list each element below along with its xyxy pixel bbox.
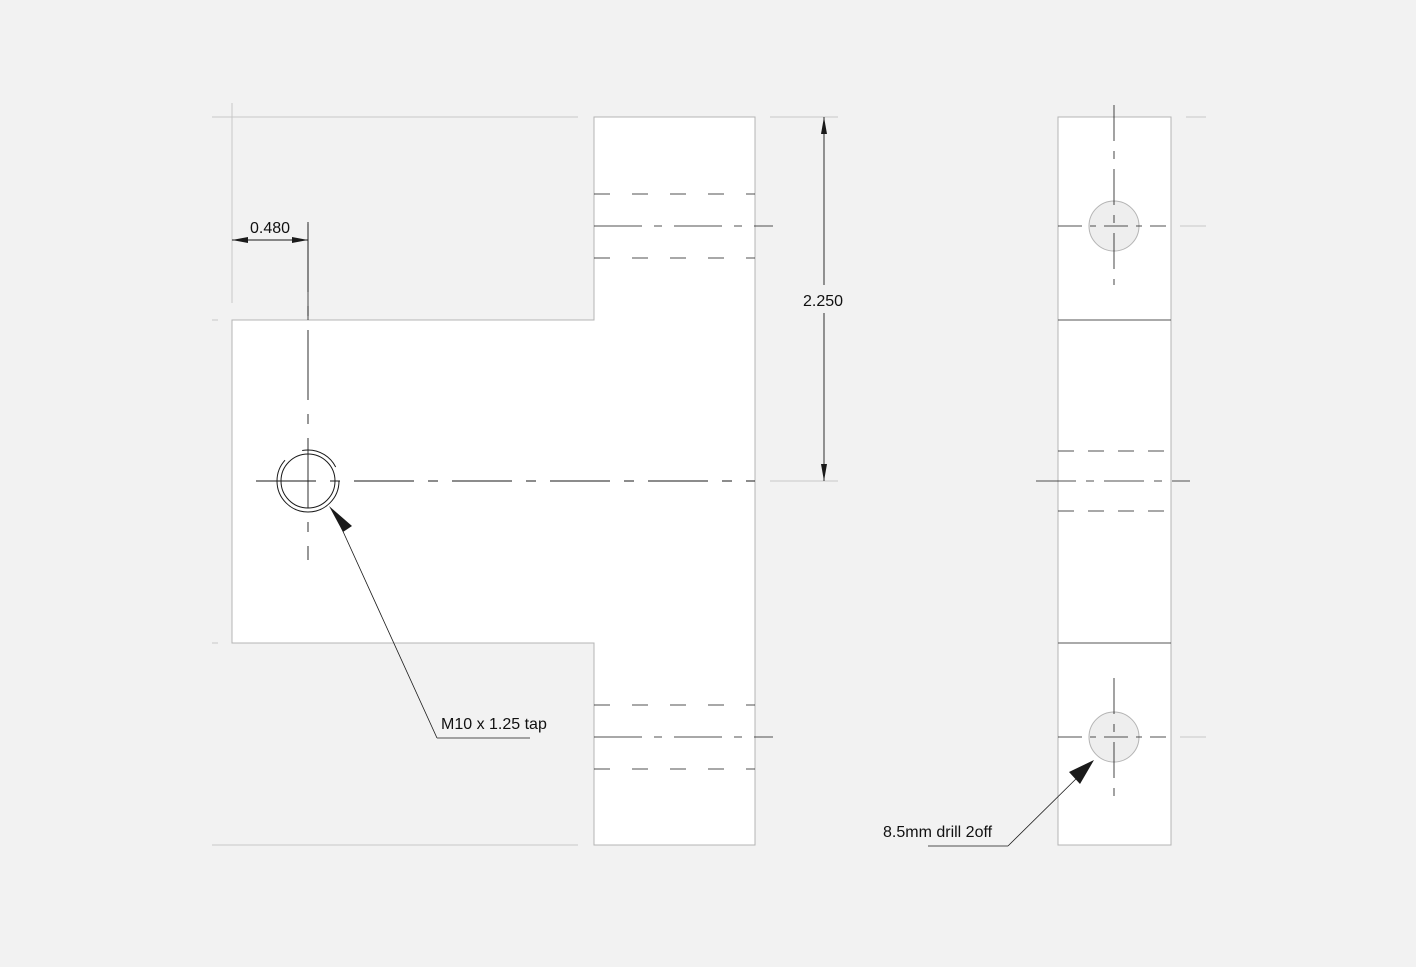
arrowhead xyxy=(329,506,352,532)
leader-line xyxy=(335,515,438,739)
side-view: 8.5mm drill 2off xyxy=(883,105,1206,847)
tapped-hole-thread xyxy=(276,449,340,513)
arrowhead xyxy=(1069,760,1094,784)
tapped-hole xyxy=(276,449,340,513)
dimension-horizontal: 0.480 xyxy=(232,220,309,320)
drilled-hole-bottom xyxy=(1058,678,1166,804)
tap-callout: M10 x 1.25 tap xyxy=(329,506,547,739)
tapped-hole-inner xyxy=(280,453,336,509)
arrowhead xyxy=(821,117,827,134)
front-view: 0.480 2.250 M10 x 1.25 tap xyxy=(212,103,843,846)
drilled-hole-top xyxy=(1058,105,1166,285)
dimension-vertical: 2.250 xyxy=(803,117,843,481)
dimension-vertical-label: 2.250 xyxy=(803,293,843,310)
arrowhead xyxy=(821,464,827,481)
leader-line xyxy=(1007,771,1084,847)
dimension-horizontal-label: 0.480 xyxy=(250,220,290,237)
drill-callout-label: 8.5mm drill 2off xyxy=(883,824,993,841)
arrowhead xyxy=(292,237,308,243)
tap-callout-label: M10 x 1.25 tap xyxy=(441,716,547,733)
drill-callout: 8.5mm drill 2off xyxy=(883,760,1094,847)
arrowhead xyxy=(232,237,248,243)
